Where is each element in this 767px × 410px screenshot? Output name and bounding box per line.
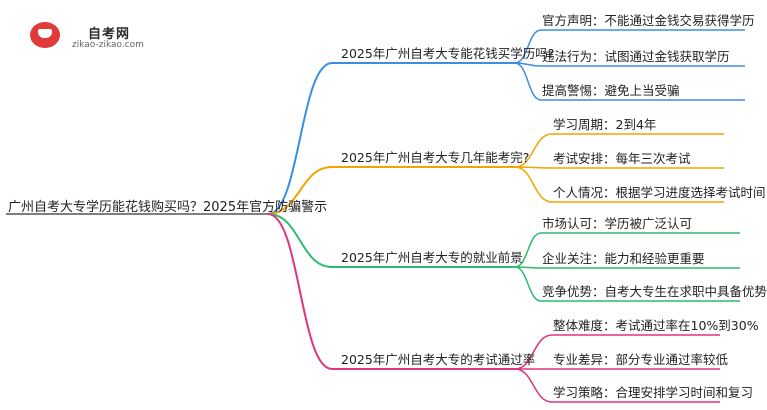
leaf-4-2: 专业差异：部分专业通过率较低 [553,352,729,367]
leaf-connector-3-3 [514,266,542,302]
leaf-2-2: 考试安排：每年三次考试 [553,151,691,166]
leaf-1-2: 违法行为：试图通过金钱获取学历 [542,49,730,64]
branch-connector-2 [267,166,333,215]
leaf-connector-4-1 [514,334,553,370]
branch-title-3: 2025年广州自考大专的就业前景 [341,250,523,265]
branch-title-4: 2025年广州自考大专的考试通过率 [341,352,536,367]
leaf-connector-4-3 [514,368,553,403]
leaf-1-3: 提高警惕：避免上当受骗 [542,83,680,98]
leaf-4-3: 学习策略：合理安排学习时间和复习 [553,385,754,400]
branch-connector-3 [267,213,333,268]
leaf-4-1: 整体难度：考试通过率在10%到30% [553,318,759,333]
leaf-connector-3-1 [514,232,542,268]
leaf-2-3: 个人情况：根据学习进度选择考试时间 [553,185,766,200]
leaf-connector-1-1 [514,29,542,64]
leaf-3-1: 市场认可：学历被广泛认可 [542,216,693,231]
leaf-3-2: 企业关注：能力和经验更重要 [542,251,705,266]
graduation-cap-icon [30,22,60,48]
branch-title-2: 2025年广州自考大专几年能考完? [341,150,530,165]
leaf-2-1: 学习周期：2到4年 [553,117,657,132]
logo-name: 自考网 [88,27,131,42]
branch-connector-4 [267,213,333,370]
branch-title-1: 2025年广州自考大专能花钱买学历吗? [341,46,555,61]
connector-lines [6,29,745,403]
logo-domain: zikao-zikao.com [72,40,144,50]
leaf-connector-2-3 [514,166,553,203]
root-topic: 广州自考大专学历能花钱购买吗？2025年官方防骗警示 [8,200,328,215]
site-logo[interactable]: 自考网 zikao-zikao.com [30,18,150,54]
leaf-connector-1-3 [514,62,542,101]
branch-connector-1 [267,62,333,215]
leaf-1-1: 官方声明：不能通过金钱交易获得学历 [542,13,755,28]
leaf-connector-2-1 [514,133,553,168]
leaf-3-3: 竞争优势：自考大专生在求职中具备优势 [542,284,767,299]
mindmap-canvas [6,29,745,403]
